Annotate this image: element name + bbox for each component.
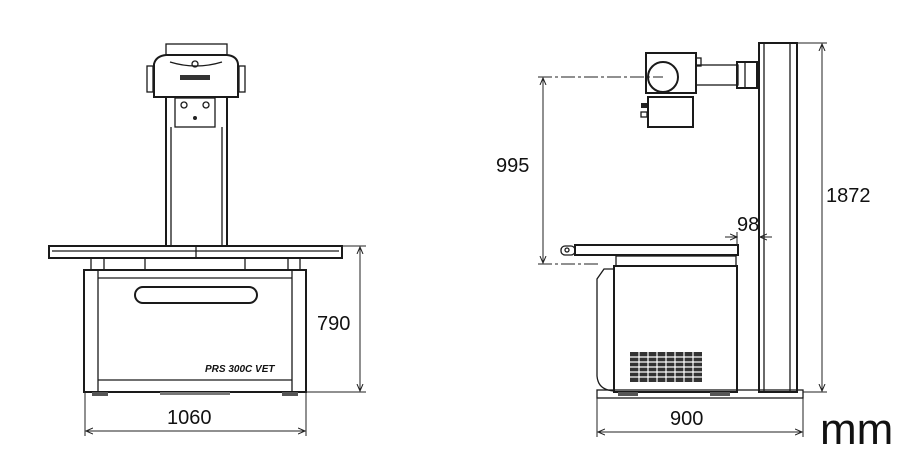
table-side (560, 244, 739, 267)
height-dimension-front: 790 (306, 245, 366, 393)
table-gap-dimension: 98 (725, 214, 772, 245)
depth-dimension-side: 900 (596, 392, 804, 437)
side-view: 995 98 1872 900 (496, 42, 871, 437)
table-top-front (48, 245, 343, 259)
cabinet-front: PRS 300C VET (83, 269, 307, 396)
total-height-label: 1872 (826, 185, 871, 207)
tube-head-side (640, 52, 758, 128)
vent-grille (630, 352, 702, 382)
control-panel (174, 97, 216, 128)
width-dimension-front: 1060 (84, 392, 307, 436)
tube-head-front (146, 43, 246, 98)
front-view: PRS 300C VET 790 1060 (48, 43, 366, 436)
model-label: PRS 300C VET (205, 364, 275, 375)
column-side (596, 42, 804, 399)
cabinet-side (596, 265, 738, 396)
height-dimension-label: 790 (317, 313, 350, 335)
focus-distance-label: 995 (496, 155, 529, 177)
depth-dimension-label: 900 (670, 408, 703, 430)
width-dimension-label: 1060 (167, 407, 212, 429)
unit-label: mm (820, 405, 893, 454)
focus-distance-dimension: 995 (496, 76, 663, 265)
table-supports (90, 258, 301, 270)
table-gap-label: 98 (737, 214, 759, 236)
column-front (165, 97, 228, 246)
total-height-dimension: 1872 (797, 42, 871, 393)
